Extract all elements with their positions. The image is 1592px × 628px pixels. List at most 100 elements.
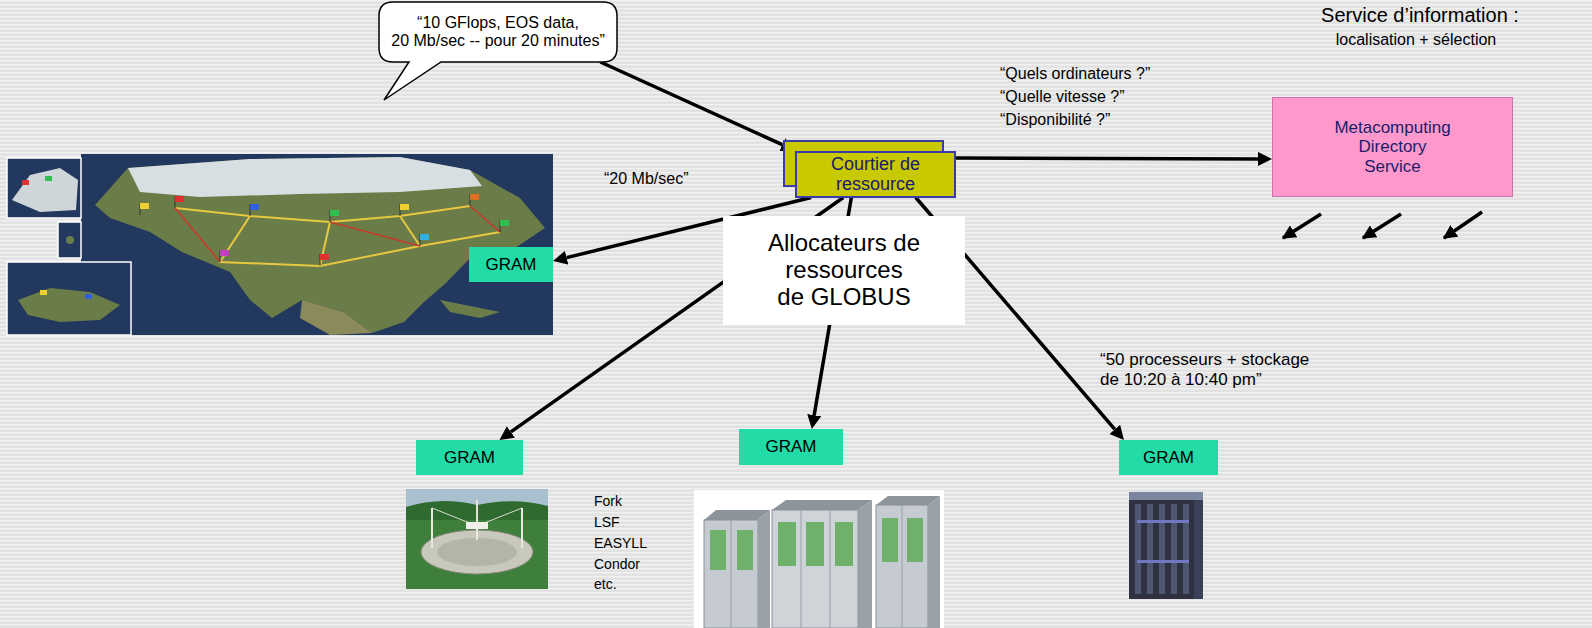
computer-cluster-photo [858,500,872,628]
query-text: “Quelle vitesse ?” [1000,88,1125,106]
allocator-box: GRAM [469,247,553,282]
computer-cluster-photo [928,496,940,628]
computer-cluster-photo [710,518,923,570]
radio-telescope-photo [406,489,548,589]
text-holder: GRAM [486,255,537,274]
edge-label: “20 Mb/sec” [604,170,688,188]
computer-cluster-photo [704,520,758,628]
network-map [175,206,500,266]
info-heading: Service d’information : [1321,4,1519,27]
network-map [400,204,409,210]
network-map [300,300,372,335]
text-holder: Courtier de ressource [831,154,920,194]
radio-telescope-photo [406,489,548,589]
radio-telescope-photo [431,508,433,548]
text-holder: GRAM [444,448,495,467]
network-map [175,208,220,262]
server-cabinet-photo [1129,492,1203,599]
computer-cluster-photo [907,518,923,562]
node-text: GRAM [444,448,495,467]
network-map [320,222,330,266]
connector-arrow [956,156,1258,160]
text-holder: GRAM [1143,448,1194,467]
node-text: “10 GFlops, EOS data, 20 Mb/sec -- pour … [391,14,604,50]
network-map [12,168,78,212]
network-map [220,250,229,256]
scheduler-name: EASYLL [594,535,647,551]
network-map [175,206,470,222]
network-map [85,294,92,299]
allocator-box: GRAM [1119,440,1218,475]
node-text: Courtier de ressource [831,154,920,194]
computer-cluster-photo [731,505,902,628]
network-map [470,206,500,232]
server-cabinet-photo [1129,492,1203,500]
server-cabinet-photo [1147,504,1153,594]
server-cabinet-photo [1194,500,1203,599]
radio-telescope-photo [521,508,523,548]
network-map [128,157,482,197]
server-cabinet-photo [1135,504,1141,594]
computer-cluster-photo [876,505,928,628]
node-text: Allocateurs de ressources de GLOBUS [768,230,920,311]
scheduler-name: Condor [594,556,640,572]
network-map [175,196,184,202]
computer-cluster-photo [772,510,858,628]
directory-feed-arrows [1363,214,1401,238]
server-cabinet-photo [1137,520,1189,523]
network-map [140,203,149,209]
edge-label: “50 processeurs + stockage de 10:20 à 10… [1100,350,1309,389]
network-map [18,288,120,322]
network-map [40,290,47,295]
info-subheading: localisation + sélection [1336,31,1497,49]
query-text: “Quels ordinateurs ?” [1000,65,1150,83]
network-map [45,176,52,181]
network-map [500,220,509,226]
server-cabinet-photo [1135,504,1189,594]
node-text: Metacomputing Directory Service [1334,118,1450,175]
text-holder: Metacomputing Directory Service [1334,118,1450,175]
network-map [440,300,500,318]
server-cabinet-photo [1129,492,1203,599]
server-cabinet-photo [1171,504,1177,594]
computer-cluster-photo [902,505,903,628]
radio-telescope-photo [437,538,517,566]
query-text: “Disponibilité ?” [1000,111,1110,129]
text-holder: GRAM [766,437,817,456]
allocator-box: GRAM [739,429,843,465]
text-holder: Allocateurs de ressources de GLOBUS [768,230,920,311]
server-cabinet-photo [1159,504,1165,594]
network-map [420,234,429,240]
server-cabinet-photo [1137,560,1189,563]
network-map [22,180,29,185]
network-map [330,210,339,216]
node-text: GRAM [486,255,537,274]
directory-feed-arrows [1444,212,1482,238]
allocator-box: GRAM [416,440,523,475]
network-map [140,194,500,266]
network-map [250,204,259,210]
radio-telescope-photo [476,500,478,540]
network-map [220,216,500,266]
speech-bubble-outline [379,2,617,100]
computer-cluster-photo [710,530,726,570]
broker-box: Courtier de ressource [795,151,956,198]
computer-cluster-photo [758,510,770,628]
computer-cluster-photo [694,490,944,628]
globus-allocators-box: Allocateurs de ressources de GLOBUS [723,216,965,325]
computer-cluster-photo [806,522,824,566]
computer-cluster-photo [737,530,753,570]
directory-box: Metacomputing Directory Service [1272,97,1513,197]
computer-cluster-photo [801,510,802,628]
network-map [330,222,420,246]
computer-cluster-photo [778,522,796,566]
network-map [175,206,500,262]
computer-cluster-photo [694,490,944,628]
request-bubble: “10 GFlops, EOS data, 20 Mb/sec -- pour … [379,2,617,62]
computer-cluster-photo [830,510,831,628]
network-map [58,222,81,258]
computer-cluster-photo [835,522,853,566]
server-cabinet-photo [1183,504,1189,594]
computer-cluster-photo [882,518,898,562]
